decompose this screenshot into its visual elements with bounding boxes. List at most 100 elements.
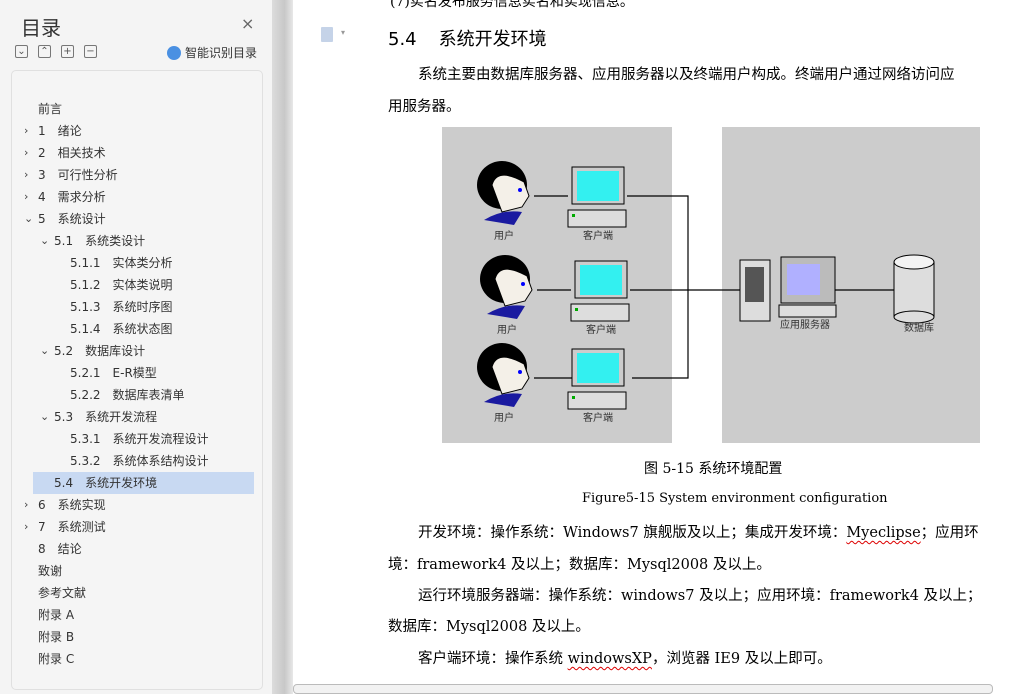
toc-item-label: 前言 — [38, 102, 63, 116]
toc-item-label: 6 系统实现 — [38, 498, 106, 512]
chevron-down-icon[interactable]: ⌄ — [40, 410, 50, 423]
user-client-row: 用户 客户端 — [477, 343, 627, 424]
client-label: 客户端 — [583, 411, 613, 424]
toc-item-label: 5.2.2 数据库表清单 — [70, 388, 185, 402]
chevron-down-icon[interactable]: ⌄ — [40, 234, 50, 247]
chevron-down-icon[interactable]: ⌄ — [24, 212, 34, 225]
dev-env-text: 开发环境：操作系统：Windows7 旗舰版及以上；集成开发环境： — [418, 525, 847, 541]
toc-item[interactable]: ⌄ 5 系统设计 — [0, 208, 262, 230]
figure-caption-cn: 图 5-15 系统环境配置 — [644, 461, 783, 477]
user-label: 用户 — [497, 323, 517, 336]
remove-level-button[interactable]: − — [84, 45, 97, 58]
add-level-button[interactable]: + — [61, 45, 74, 58]
dropdown-icon[interactable]: ▾ — [341, 28, 346, 37]
toc-item[interactable]: 附录 B — [0, 626, 262, 648]
client-computer-icon — [567, 166, 627, 228]
toc-item[interactable]: 8 结论 — [0, 538, 262, 560]
toc-item[interactable]: 附录 A — [0, 604, 262, 626]
client-env-text: 客户端环境：操作系统 — [418, 651, 568, 667]
toc-item-label: 附录 A — [38, 608, 75, 622]
toc-item[interactable]: › 7 系统测试 — [0, 516, 262, 538]
toc-item[interactable]: 5.1.1 实体类分析 — [0, 252, 262, 274]
client-env-line: 客户端环境：操作系统 windowsXP，浏览器 IE9 及以上即可。 — [418, 647, 832, 668]
toc-item[interactable]: 5.4 系统开发环境 — [33, 472, 254, 494]
toc-item-label: 5.1.1 实体类分析 — [70, 256, 173, 270]
toc-item-label: 5.1.3 系统时序图 — [70, 300, 173, 314]
toc-item[interactable]: › 3 可行性分析 — [0, 164, 262, 186]
toc-item[interactable]: ⌄5.1 系统类设计 — [0, 230, 262, 252]
figure-caption-en: Figure5-15 System environment configurat… — [582, 491, 888, 506]
user-client-row: 用户客户端 — [477, 161, 627, 242]
toc-item-label: 5 系统设计 — [38, 212, 106, 226]
toc-item[interactable]: 5.1.3 系统时序图 — [0, 296, 262, 318]
toc-item-label: 7 系统测试 — [38, 520, 106, 534]
chevron-down-icon[interactable]: ⌄ — [40, 344, 50, 357]
toc-item-label: 5.3.1 系统开发流程设计 — [70, 432, 209, 446]
database-cylinder-icon — [893, 254, 935, 324]
toc-item[interactable]: › 4 需求分析 — [0, 186, 262, 208]
chevron-right-icon[interactable]: › — [24, 124, 29, 137]
heading-text: 系统开发环境 — [438, 29, 547, 50]
toc-item-label: 5.3 系统开发流程 — [54, 410, 158, 424]
toc-item-label: 附录 B — [38, 630, 75, 644]
close-icon[interactable]: × — [241, 14, 255, 33]
toc-item[interactable]: 参考文献 — [0, 582, 262, 604]
toc-item-label: 5.4 系统开发环境 — [54, 476, 158, 490]
toc-item[interactable]: 5.2.1 E-R模型 — [0, 362, 262, 384]
chevron-right-icon[interactable]: › — [24, 168, 29, 181]
horizontal-scrollbar[interactable] — [293, 684, 993, 694]
collapse-all-button[interactable]: ⌄ — [15, 45, 28, 58]
sidebar-splitter[interactable] — [272, 0, 293, 694]
toc-item[interactable]: › 6 系统实现 — [0, 494, 262, 516]
toc-item-label: 致谢 — [38, 564, 63, 578]
toc-item[interactable]: 前言 — [0, 98, 262, 120]
dev-env-line-2: 境：framework4 及以上；数据库：Mysql2008 及以上。 — [388, 557, 771, 573]
toc-item-label: 5.1.4 系统状态图 — [70, 322, 173, 336]
system-environment-diagram: 用户客户端 用户客户端 用户客户端 应用服务器 数据库 — [442, 127, 980, 443]
intro-line-2: 用服务器。 — [388, 99, 461, 115]
sidebar-title: 目录 — [21, 16, 61, 40]
client-computer-icon — [567, 348, 627, 410]
toc-item[interactable]: ›2 相关技术 — [0, 142, 262, 164]
toc-item-label: 4 需求分析 — [38, 190, 106, 204]
toc-item[interactable]: ⌄ 5.3 系统开发流程 — [0, 406, 262, 428]
smart-toc-label: 智能识别目录 — [185, 46, 258, 60]
toc-item[interactable]: 致谢 — [0, 560, 262, 582]
app-server-computer-icon — [778, 256, 837, 318]
client-computer-icon — [570, 260, 630, 322]
spellcheck-word[interactable]: windowsXP — [567, 651, 652, 667]
toc-item[interactable]: 附录 C — [0, 648, 262, 670]
chevron-right-icon[interactable]: › — [24, 498, 29, 511]
chevron-right-icon[interactable]: › — [24, 146, 29, 159]
chevron-right-icon[interactable]: › — [24, 520, 29, 533]
toc-item-label: 3 可行性分析 — [38, 168, 118, 182]
user-icon — [477, 161, 530, 225]
client-label: 客户端 — [586, 323, 616, 336]
client-env-text-end: ，浏览器 IE9 及以上即可。 — [651, 651, 832, 667]
toc-panel — [11, 70, 263, 690]
chevron-right-icon[interactable]: › — [24, 190, 29, 203]
dev-env-line-1: 开发环境：操作系统：Windows7 旗舰版及以上；集成开发环境：Myeclip… — [418, 521, 979, 542]
toc-item[interactable]: 5.1.2 实体类说明 — [0, 274, 262, 296]
user-icon — [480, 255, 533, 319]
run-env-line-1: 运行环境服务器端：操作系统：windows7 及以上；应用环境：framewor… — [418, 588, 982, 604]
spellcheck-word[interactable]: Myeclipse — [846, 525, 921, 541]
user-label: 用户 — [494, 411, 514, 424]
toc-item[interactable]: ›1 绪论 — [0, 120, 262, 142]
toc-item-label: 5.2 数据库设计 — [54, 344, 146, 358]
smart-toc-button[interactable]: 智能识别目录 — [167, 44, 257, 61]
toc-item[interactable]: 5.3.1 系统开发流程设计 — [0, 428, 262, 450]
toc-item-label: 参考文献 — [38, 586, 87, 600]
toc-item-label: 附录 C — [38, 652, 75, 666]
smart-toc-icon — [167, 45, 181, 60]
toc-item[interactable]: 5.1.4 系统状态图 — [0, 318, 262, 340]
client-zone — [442, 127, 672, 443]
toc-item[interactable]: 5.3.2 系统体系结构设计 — [0, 450, 262, 472]
toc-item[interactable]: ⌄ 5.2 数据库设计 — [0, 340, 262, 362]
expand-up-button[interactable]: ⌃ — [38, 45, 51, 58]
toc-item-label: 8 结论 — [38, 542, 82, 556]
toc-item[interactable]: 5.2.2 数据库表清单 — [0, 384, 262, 406]
paragraph-layout-icon[interactable] — [321, 27, 333, 42]
